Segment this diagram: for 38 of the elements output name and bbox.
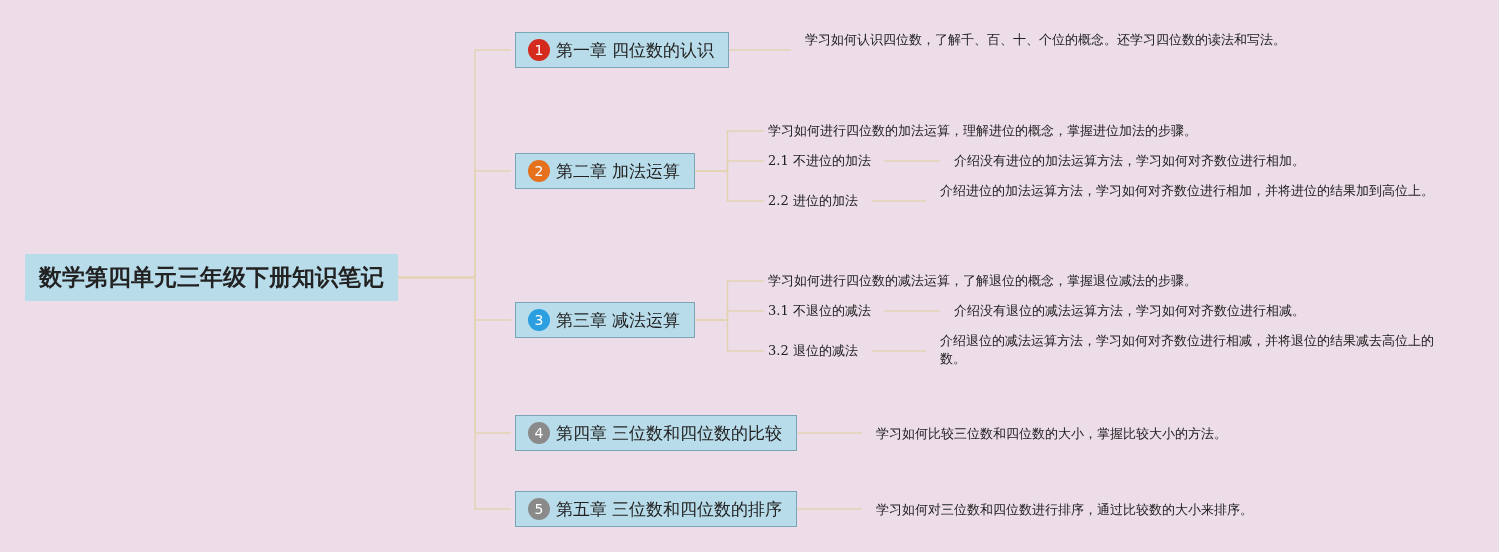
connector-line — [796, 432, 863, 434]
connector-line — [871, 200, 927, 202]
number-badge: 2 — [528, 160, 550, 182]
connector-line — [397, 276, 512, 510]
chapter-box — [515, 153, 696, 189]
note-text: 学习如何比较三位数和四位数的大小，掌握比较大小的方法。 — [876, 425, 1376, 443]
topic-text: 2.2 进位的加法 — [768, 192, 858, 210]
connector-line — [871, 350, 927, 352]
note-text: 学习如何进行四位数的加法运算，理解进位的概念，掌握进位加法的步骤。 — [768, 122, 1288, 140]
chapter-title: 第二章 加法运算 — [556, 159, 681, 183]
chapter-box — [515, 32, 730, 68]
note-text: 介绍进位的加法运算方法，学习如何对齐数位进行相加，并将进位的结果加到高位上。 — [940, 182, 1440, 200]
connector-line — [884, 160, 941, 162]
note-text: 介绍没有退位的减法运算方法，学习如何对齐数位进行相减。 — [954, 302, 1394, 320]
topic-text: 3.2 退位的减法 — [768, 342, 858, 360]
chapter-box — [515, 302, 696, 338]
chapter-title: 第三章 减法运算 — [556, 308, 681, 332]
chapter-box — [515, 491, 798, 527]
topic-text: 2.1 不进位的加法 — [768, 152, 871, 170]
chapter-title: 第一章 四位数的认识 — [556, 38, 715, 62]
connector-line — [884, 310, 941, 312]
connector-line — [796, 508, 863, 510]
number-badge: 4 — [528, 422, 550, 444]
note-text: 介绍没有进位的加法运算方法，学习如何对齐数位进行相加。 — [954, 152, 1394, 170]
note-text: 介绍退位的减法运算方法，学习如何对齐数位进行相减，并将退位的结果减去高位上的数。 — [940, 332, 1440, 368]
chapter-title: 第五章 三位数和四位数的排序 — [556, 497, 783, 521]
chapter-box — [515, 415, 798, 451]
title-box: 数学第四单元三年级下册知识笔记 — [25, 254, 398, 301]
number-badge: 1 — [528, 39, 550, 61]
note-text: 学习如何认识四位数，了解千、百、十、个位的概念。还学习四位数的读法和写法。 — [805, 31, 1305, 49]
topic-text: 3.1 不退位的减法 — [768, 302, 871, 320]
number-badge: 3 — [528, 309, 550, 331]
note-text: 学习如何进行四位数的减法运算，了解退位的概念，掌握退位减法的步骤。 — [768, 272, 1288, 290]
number-badge: 5 — [528, 498, 550, 520]
connector-line — [728, 49, 792, 51]
connector-line — [694, 319, 765, 352]
note-text: 学习如何对三位数和四位数进行排序，通过比较数的大小来排序。 — [876, 501, 1376, 519]
chapter-title: 第四章 三位数和四位数的比较 — [556, 421, 783, 445]
